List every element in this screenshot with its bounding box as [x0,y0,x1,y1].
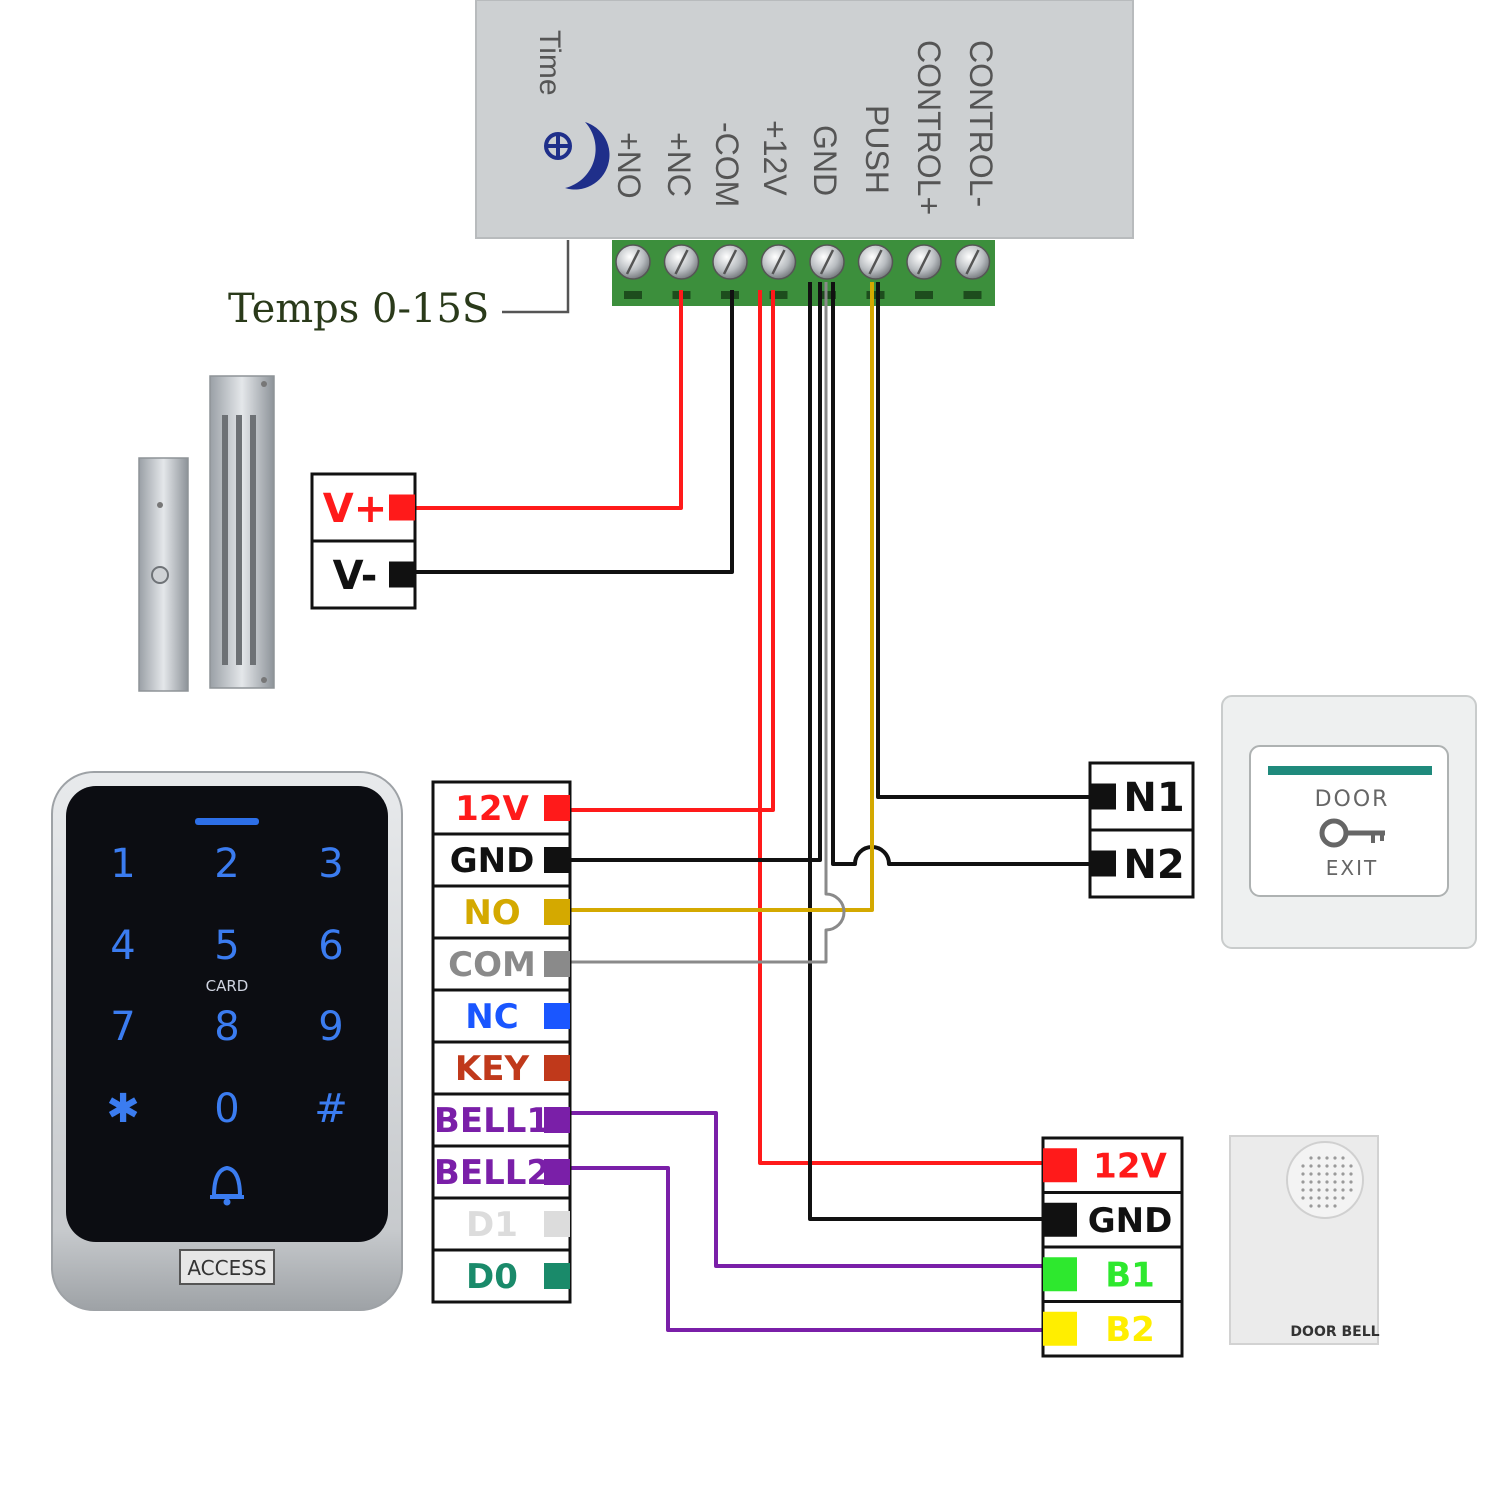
exit-pin-marker [1090,850,1116,877]
terminal-screw [857,244,894,299]
keypad-pin-marker [544,899,570,925]
terminal-label-com: -COM [709,122,745,207]
keypad-key: 3 [318,841,343,887]
wire-keypad-12v [570,290,775,812]
wire-bell1 [570,1111,1043,1268]
magnetic-lock-image [138,375,275,692]
keypad-pin-label: COM [448,945,536,985]
key-icon [1319,818,1385,848]
keypad-pin-marker [544,795,570,821]
time-note-leader [502,240,570,314]
lock-pin-marker [389,561,415,588]
wire-bell-12v [758,290,1043,1165]
lock-connector: V+ V- [310,472,417,610]
exit-pin-label: N1 [1123,775,1184,821]
time-note: Temps 0-15S [228,286,489,332]
terminal-screw [663,244,700,299]
keypad-pin-marker [544,951,570,977]
wire-lock-vminus [415,290,734,574]
keypad-key: 7 [110,1004,135,1050]
keypad-key: ✱ [106,1086,140,1132]
door-text: DOOR [1315,787,1390,812]
terminal-labels: CONTROL- CONTROL+ PUSH GND +12V -COM +NC… [533,30,999,215]
terminal-screw [906,244,942,299]
bell-pin-label: GND [1088,1201,1173,1241]
keypad-key: 4 [110,923,135,969]
lock-pin-label: V+ [323,486,387,532]
keypad-pin-label: BELL2 [434,1153,550,1193]
access-label: ACCESS [187,1256,266,1280]
terminal-screw [760,244,797,299]
exit-button-image: DOOR EXIT [1221,695,1477,949]
keypad-pin-marker [544,1263,570,1289]
keypad-pin-label: 12V [455,789,529,829]
terminal-screw [954,244,991,299]
bell-pin-marker [1043,1202,1077,1237]
keypad-key: 5 [214,923,239,969]
keypad-image: 1 2 3 4 5 6 7 8 9 ✱ 0 # CARD ACCESS [51,771,403,1311]
wire-bell2 [570,1166,1043,1332]
terminal-label-push: PUSH [859,105,895,194]
keypad-key: 0 [214,1086,239,1132]
terminal-block [612,240,995,306]
exit-text: EXIT [1326,856,1378,880]
keypad-pin-label: D1 [466,1205,518,1245]
bell-pin-marker [1043,1257,1077,1292]
time-label: Time [533,30,566,96]
power-supply: CONTROL- CONTROL+ PUSH GND +12V -COM +NC… [475,0,1134,306]
wires [415,282,1090,1332]
exit-pin-label: N2 [1123,842,1184,888]
keypad-pin-marker [544,847,570,873]
terminal-label-nc: +NC [661,132,697,197]
wire-keypad-gnd [570,282,822,862]
wire-keypad-com [570,282,846,964]
keypad-pin-label: BELL1 [434,1101,550,1141]
keypad-pin-label: NO [463,893,520,933]
time-potentiometer-icon [544,122,610,190]
keypad-pin-marker [544,1107,570,1133]
terminal-label-12v: +12V [757,120,793,196]
keypad-key: 6 [318,923,343,969]
bell-icon [210,1165,244,1206]
doorbell-label: DOOR BELL [1290,1324,1379,1340]
terminal-label-control-plus: CONTROL+ [911,40,947,215]
keypad-pin-marker [544,1211,570,1237]
keypad-pin-marker [544,1055,570,1081]
card-label: CARD [206,977,249,995]
keypad-key: 8 [214,1004,239,1050]
bell-pin-label: 12V [1093,1146,1167,1186]
terminal-label-control-minus: CONTROL- [963,40,999,207]
wire-exit-n1 [876,282,1090,799]
keypad-key: 1 [110,841,135,887]
keypad-key: 2 [214,841,239,887]
lock-pin-marker [389,494,415,521]
exit-pin-marker [1090,783,1116,810]
terminal-label-gnd: GND [807,125,843,196]
bell-pin-label: B2 [1105,1310,1155,1350]
keypad-pin-label: GND [450,841,535,881]
keypad-pin-marker [544,1159,570,1185]
wire-keypad-no [570,282,874,912]
doorbell-image: DOOR BELL [1229,1135,1380,1345]
keypad-pin-label: D0 [466,1257,518,1297]
keypad-key: # [314,1086,348,1132]
wire-bell-gnd [808,282,1043,1221]
wire-lock-vplus [415,290,683,510]
keypad-pin-label: KEY [455,1049,530,1089]
bell-pin-marker [1043,1148,1077,1183]
keypad-pin-marker [544,1003,570,1029]
keypad-pin-label: NC [465,997,518,1037]
lock-pin-label: V- [333,553,378,599]
bell-pin-marker [1043,1311,1077,1346]
terminal-screw [615,244,651,299]
keypad-key: 9 [318,1004,343,1050]
terminal-label-no: +NO [611,132,647,199]
bell-pin-label: B1 [1105,1255,1155,1295]
